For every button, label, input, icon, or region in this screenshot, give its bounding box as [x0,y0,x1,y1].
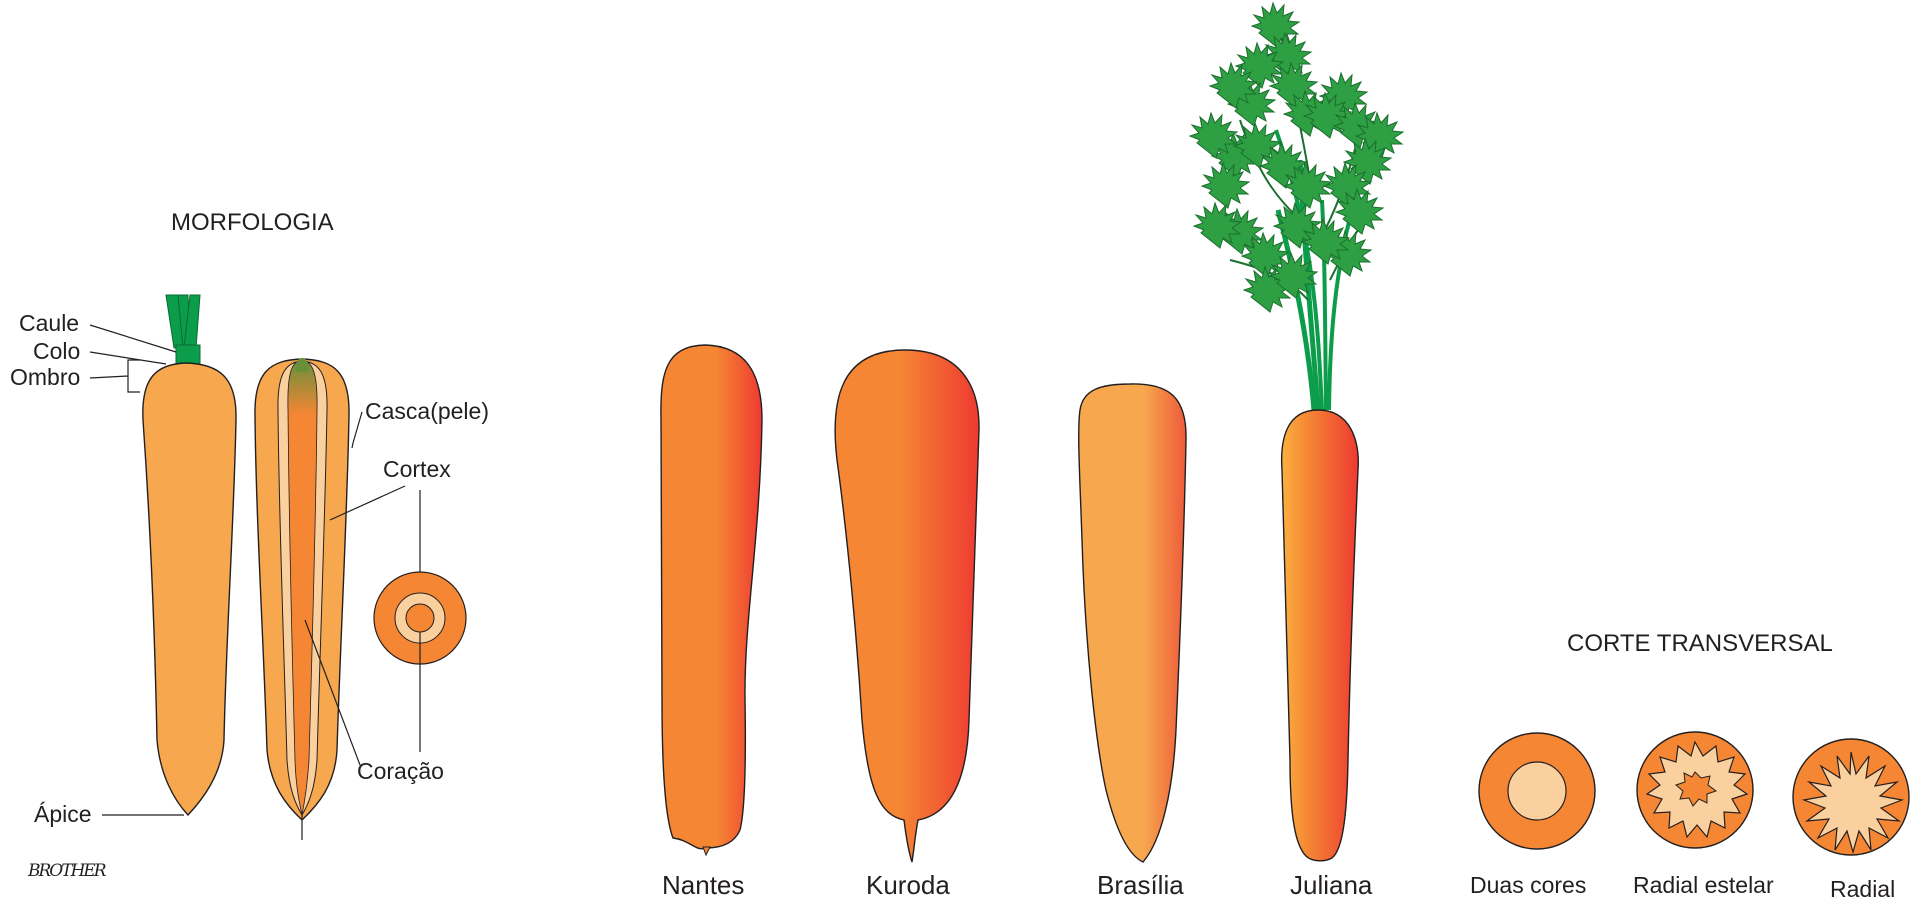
cross-section-title: CORTE TRANSVERSAL [1567,630,1833,657]
carrot-section-shape [255,358,349,840]
label-ombro: Ombro [10,364,80,390]
morphology-title: MORFOLOGIA [171,209,334,236]
label-apice: Ápice [34,801,92,827]
cross-section-radial-estelar-icon [1637,732,1753,848]
variety-label-nantes: Nantes [662,870,744,900]
label-cortex: Cortex [383,456,451,482]
cross-section-label-radial: Radial [1830,876,1895,902]
label-casca: Casca(pele) [365,398,489,424]
label-coracao: Coração [357,758,444,784]
label-caule: Caule [19,310,79,336]
cross-section-label-duas-cores: Duas cores [1470,872,1586,898]
carrot-brasilia-shape [1079,384,1186,862]
carrot-juliana-shape [1282,410,1359,861]
cross-section-duas-cores-icon [1479,733,1595,849]
variety-label-brasilia: Brasília [1097,870,1184,900]
variety-label-kuroda: Kuroda [866,870,950,900]
carrot-kuroda-shape [835,350,979,862]
variety-label-juliana: Juliana [1290,870,1373,900]
carrot-juliana-leaves-icon [1190,3,1403,410]
carrot-whole-shape [143,363,236,815]
carrot-nantes-shape [661,345,762,849]
cross-section-label-radial-estelar: Radial estelar [1633,872,1774,898]
cross-section-radial-icon [1793,739,1909,855]
signature-logo: BROTHER [27,861,107,881]
label-colo: Colo [33,338,80,364]
stem-icon [166,295,200,369]
